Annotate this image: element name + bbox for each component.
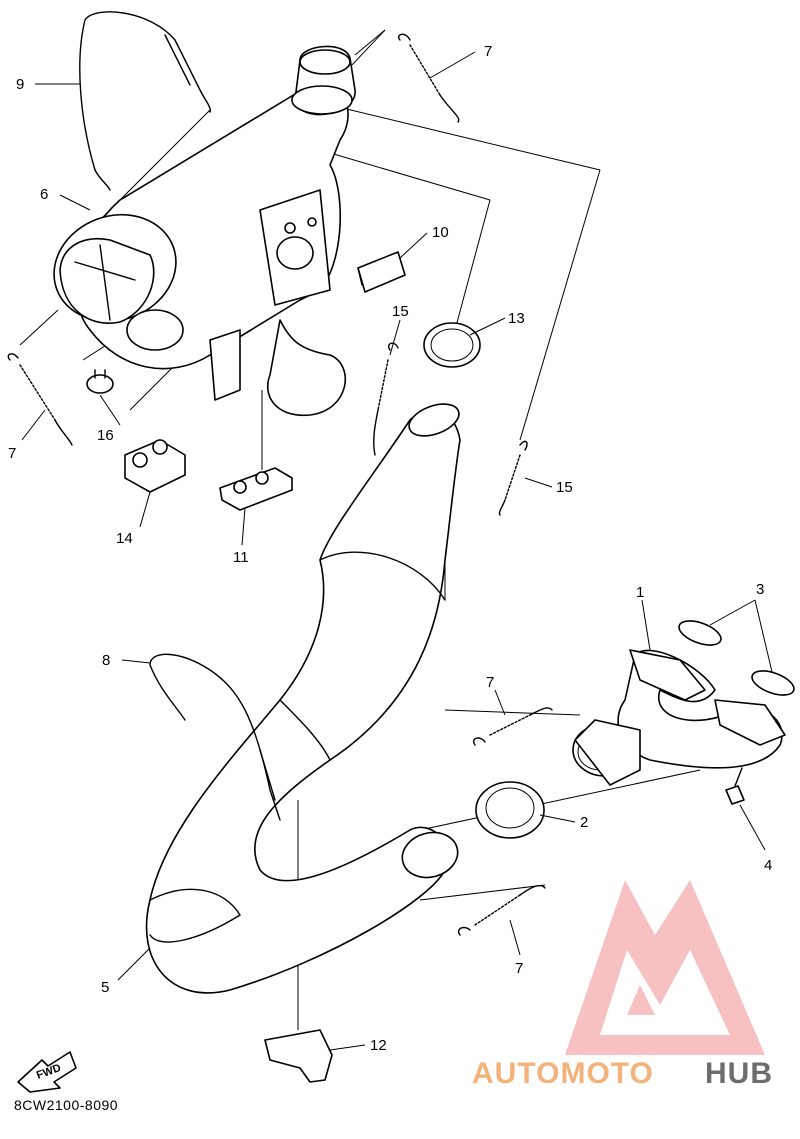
gasket-13-inner <box>430 328 474 362</box>
callout-3: 3 <box>756 581 764 598</box>
spring-7-middle <box>473 707 553 746</box>
spring-7-lower <box>458 884 546 936</box>
damper-10 <box>357 251 406 293</box>
silencer <box>53 82 349 416</box>
callout-14: 14 <box>116 530 133 547</box>
o-ring-2 <box>475 781 545 839</box>
callout-16: 16 <box>97 427 114 444</box>
callout-15-upper: 15 <box>392 303 409 320</box>
bolt-16 <box>86 369 114 394</box>
callout-2: 2 <box>580 814 588 831</box>
spring-15-right <box>498 440 528 516</box>
watermark-text-hub: HUB <box>705 1057 773 1090</box>
damper-11 <box>219 467 293 511</box>
callout-12: 12 <box>370 1037 387 1054</box>
expansion-chamber <box>145 403 461 994</box>
callout-leaders <box>21 51 773 1051</box>
callout-9: 9 <box>16 76 24 93</box>
silencer-joint <box>291 45 356 116</box>
gasket-3-lower <box>751 670 795 696</box>
callout-13: 13 <box>508 310 525 327</box>
callout-10: 10 <box>432 224 449 241</box>
stay-wire-9 <box>79 11 212 191</box>
callout-1: 1 <box>636 584 644 601</box>
callout-6: 6 <box>40 186 48 203</box>
callout-7-middle: 7 <box>486 674 494 691</box>
spring-15-upper <box>373 342 399 456</box>
callout-11: 11 <box>233 549 249 566</box>
gasket-3-upper <box>678 620 722 646</box>
gasket-13 <box>423 322 481 368</box>
callout-8: 8 <box>102 652 110 669</box>
damper-14 <box>124 439 186 493</box>
fwd-arrow <box>17 1051 77 1093</box>
watermark-logo <box>565 880 765 1055</box>
callout-7-lower: 7 <box>515 960 523 977</box>
watermark-text-automoto: AUTOMOTO <box>472 1057 654 1090</box>
callout-15-right: 15 <box>556 479 573 496</box>
exhaust-manifold-1 <box>617 649 786 769</box>
spring-7-left <box>7 353 73 446</box>
diagram-code: 8CW2100-8090 <box>14 1097 118 1113</box>
callout-4: 4 <box>764 857 772 874</box>
callout-7-top: 7 <box>484 43 492 60</box>
callout-7-left: 7 <box>8 445 16 462</box>
protector-12 <box>264 1029 333 1083</box>
stay-wire-8 <box>149 653 281 821</box>
bolt-4 <box>725 767 745 805</box>
o-ring-2-inner <box>485 787 535 829</box>
spring-7-top <box>398 33 460 123</box>
callout-5: 5 <box>101 979 109 996</box>
manifold-joint <box>572 719 641 786</box>
